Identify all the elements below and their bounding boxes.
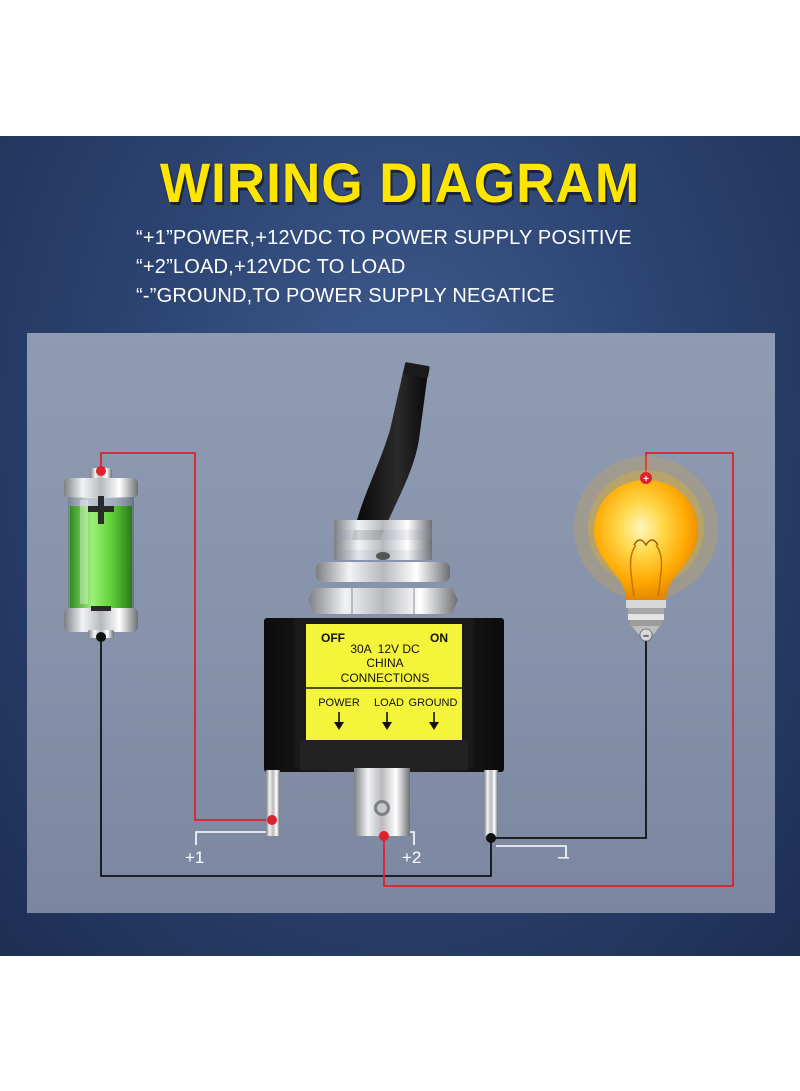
switch-terminal-ground: GROUND — [409, 697, 458, 709]
note-ground: “-”GROUND,TO POWER SUPPLY NEGATICE — [136, 285, 555, 307]
battery-icon — [64, 468, 138, 638]
switch-off-label: OFF — [321, 631, 345, 645]
terminal-dot-plus1 — [267, 815, 277, 825]
bulb-positive-terminal — [640, 472, 652, 484]
terminal-label-minus: – — [558, 846, 570, 868]
bulb-negative-terminal — [639, 628, 653, 642]
toggle-switch — [264, 362, 504, 836]
bulb-negative-symbol: – — [643, 630, 649, 642]
bracket-minus — [496, 845, 567, 858]
arrow-down-icons — [334, 712, 439, 730]
switch-rating: 30A 12V DC — [350, 642, 420, 656]
switch-origin: CHINA — [366, 656, 403, 670]
switch-on-label: ON — [430, 631, 448, 645]
terminal-prong-power — [266, 770, 280, 836]
wire-load-positive — [383, 452, 734, 887]
terminal-dot-ground — [486, 833, 496, 843]
switch-label-plate — [306, 624, 462, 740]
note-load: “+2”LOAD,+12VDC TO LOAD — [136, 256, 406, 278]
battery-negative-terminal — [96, 632, 106, 642]
switch-terminal-power: POWER — [318, 697, 360, 709]
terminal-dot-plus2 — [379, 831, 389, 841]
wire-battery-negative — [100, 637, 492, 877]
note-power: “+1”POWER,+12VDC TO POWER SUPPLY POSITIV… — [136, 227, 632, 249]
bulb-positive-symbol: + — [643, 474, 649, 485]
diagram-title: WIRING DIAGRAM — [159, 151, 641, 214]
terminal-label-plus1: +1 — [185, 848, 205, 867]
battery-positive-terminal — [96, 466, 106, 476]
switch-connections-label: CONNECTIONS — [341, 671, 430, 685]
switch-lever — [352, 368, 428, 540]
wire-battery-positive — [100, 452, 272, 821]
bracket-plus1 — [195, 831, 272, 845]
light-bulb-icon — [574, 456, 718, 634]
terminal-prong-ground — [484, 770, 498, 836]
wire-load-negative — [491, 635, 647, 839]
switch-terminal-load: LOAD — [374, 697, 404, 709]
terminal-label-plus2: +2 — [402, 848, 422, 867]
